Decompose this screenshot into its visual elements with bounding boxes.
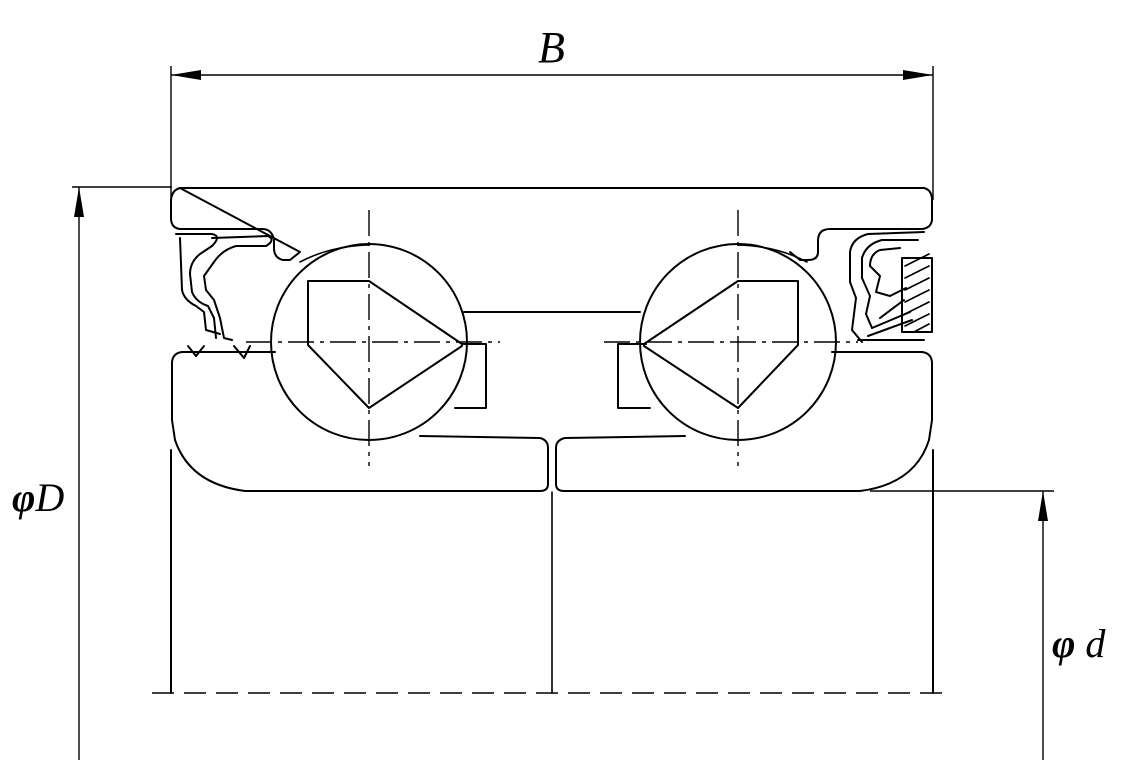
- inner-ring-left: [171, 343, 549, 492]
- inner-diameter-phi-symbol: φ: [1052, 621, 1076, 666]
- outer-diameter-dimension: [72, 186, 172, 760]
- width-arrow-right: [903, 70, 933, 80]
- inner-ring-right: [555, 343, 933, 492]
- width-label: B: [538, 23, 565, 72]
- seal-right-metal-insert: [901, 257, 933, 333]
- outer-diameter-arrow: [74, 187, 84, 217]
- inner-diameter-dimension: [870, 490, 1054, 760]
- seal-right: [849, 231, 933, 343]
- seal-left: [175, 233, 273, 359]
- width-arrow-left: [171, 70, 201, 80]
- width-dimension: [170, 66, 934, 200]
- bore-lines: [152, 449, 952, 694]
- center-lines: [246, 210, 858, 466]
- outer-diameter-label: φD: [12, 478, 64, 518]
- inner-diameter-letter: d: [1085, 621, 1106, 666]
- inner-diameter-arrow: [1038, 491, 1048, 521]
- outer-diameter-phi-symbol: φ: [12, 475, 36, 520]
- cage-left: [307, 280, 463, 409]
- inner-diameter-label: φ d: [1052, 624, 1105, 664]
- outer-ring: [170, 187, 933, 313]
- outer-diameter-letter: D: [35, 475, 65, 520]
- cage-right: [643, 280, 799, 409]
